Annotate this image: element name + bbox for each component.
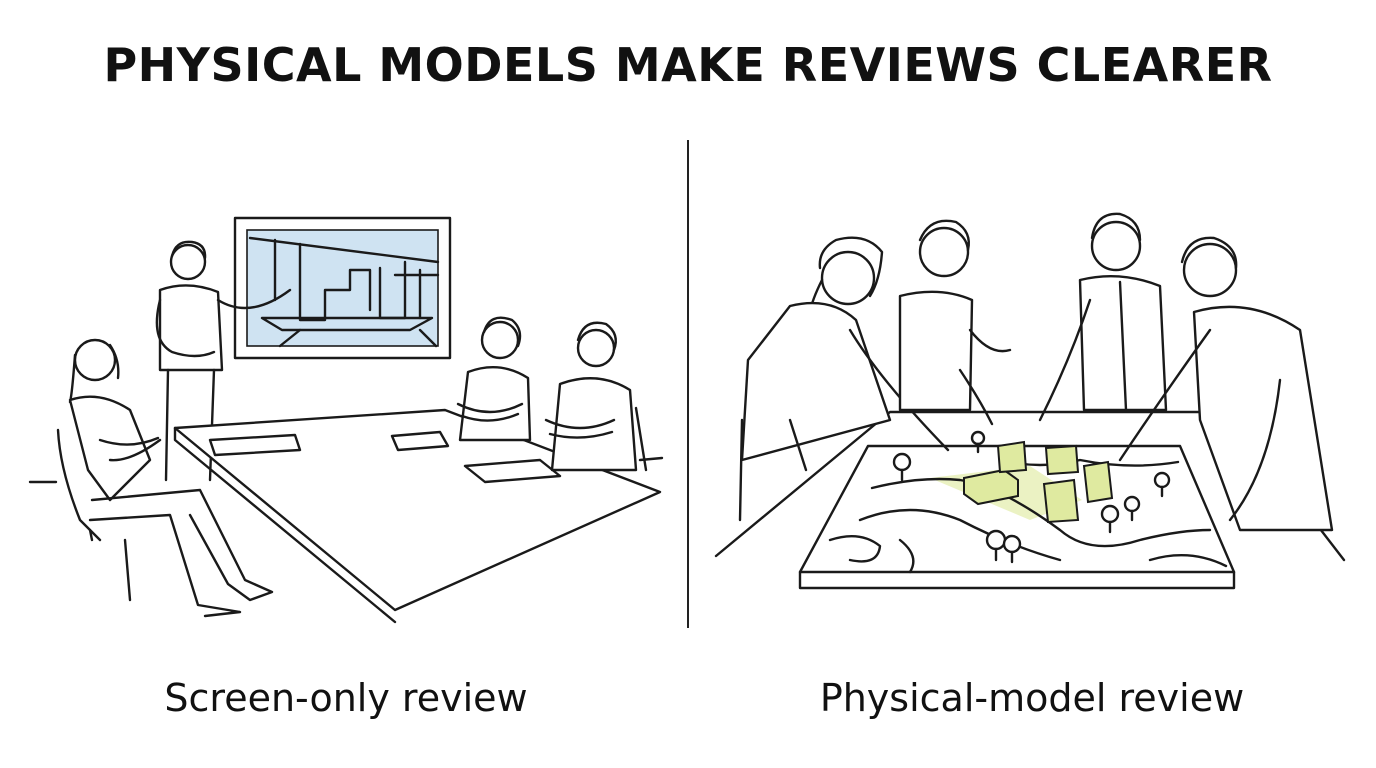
reviewer-woman-center [898, 219, 1012, 426]
caption-screen-only-review: Screen-only review [164, 676, 528, 720]
physical-model-illustration [714, 212, 1346, 590]
site-model [828, 430, 1228, 574]
reviewer-man-right [1118, 236, 1334, 532]
model-trees [892, 430, 1171, 564]
screen-only-illustration [28, 216, 664, 624]
wall-screen [233, 216, 452, 360]
reviewer-woman-left [738, 236, 950, 522]
presenter-figure [155, 240, 292, 482]
caption-physical-model-review: Physical-model review [819, 676, 1245, 720]
panel-divider [687, 140, 689, 628]
conference-table [28, 408, 664, 624]
page-title: PHYSICAL MODELS MAKE REVIEWS CLEARER [103, 38, 1273, 92]
seated-colleagues-figures [456, 316, 648, 472]
seated-woman-figure [56, 338, 274, 618]
reviewer-man-center [1038, 212, 1168, 422]
building-blocks [963, 440, 1114, 524]
